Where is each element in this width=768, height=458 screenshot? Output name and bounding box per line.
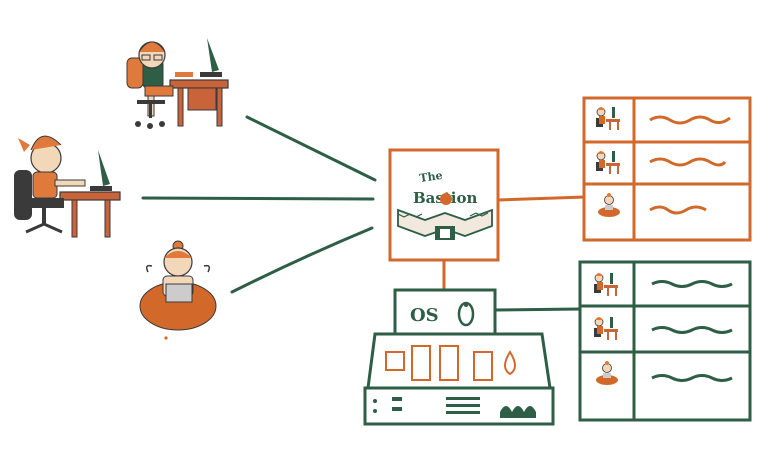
server-vents — [373, 397, 536, 418]
orange-row-2[interactable] — [595, 150, 727, 175]
green-row-2[interactable] — [593, 316, 733, 341]
orange-row-2-scribble — [649, 157, 727, 167]
orange-session-table — [582, 96, 752, 242]
bastion-box[interactable]: The Bastion — [388, 148, 500, 262]
orange-row-1-scribble — [649, 115, 731, 125]
line-os-to-green-table — [494, 307, 581, 312]
green-session-table — [578, 260, 752, 422]
desk-worker-icon — [595, 150, 621, 175]
bastion-title-line1: The — [419, 169, 444, 185]
orange-row-1[interactable] — [595, 106, 731, 131]
bastion-castle-wall — [397, 193, 493, 240]
green-row-2-scribble — [651, 326, 733, 334]
meditating-icon — [595, 360, 619, 386]
desk-worker-icon — [593, 316, 619, 341]
user-meditating-illustration — [139, 240, 217, 340]
os-label: OS — [410, 305, 439, 326]
orange-row-3-scribble — [649, 205, 707, 215]
green-row-1-scribble — [651, 280, 733, 288]
line-left-user-to-bastion — [141, 196, 375, 201]
server-illustration — [363, 332, 555, 426]
user-desk-left-illustration — [14, 135, 121, 238]
user-connection-lines — [141, 115, 377, 294]
green-row-3[interactable] — [595, 360, 733, 386]
os-box[interactable]: OS — [393, 288, 497, 336]
green-row-1[interactable] — [593, 272, 733, 297]
user-desk-top-illustration — [126, 38, 229, 129]
green-row-3-scribble — [651, 374, 733, 382]
line-bastion-to-orange-table — [497, 195, 586, 202]
server-components — [385, 345, 516, 381]
desk-worker-icon — [595, 106, 621, 131]
line-meditating-user-to-bastion — [230, 226, 374, 294]
orange-row-3[interactable] — [597, 192, 707, 218]
linux-tux-icon — [457, 301, 475, 327]
desk-worker-icon — [593, 272, 619, 297]
meditating-icon — [597, 192, 621, 218]
line-top-user-to-bastion — [245, 115, 377, 182]
